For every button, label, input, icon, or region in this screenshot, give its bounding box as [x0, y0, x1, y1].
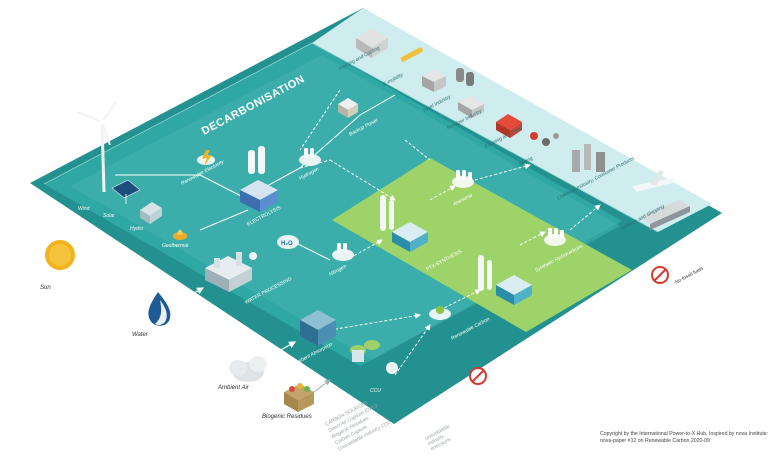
barn-icon — [496, 114, 522, 138]
sun-label: Sun — [40, 285, 51, 291]
ptx-synthesis-reactor — [380, 195, 532, 305]
synthetic-hydrocarbons-icon — [544, 228, 566, 246]
copyright-notice: Copyright by the International Power-to-… — [600, 431, 776, 445]
backup-power-icon — [338, 98, 358, 118]
wind-turbine-icon — [77, 101, 117, 193]
solar-label: Solar — [103, 213, 115, 219]
mining-icon — [530, 132, 559, 146]
water-label: Water — [132, 332, 149, 338]
no-fossil-fuels-label: No fossil fuels — [674, 266, 705, 286]
ship-icon — [640, 200, 690, 230]
biogenic-residues-label: Biogenic Residues — [262, 414, 312, 420]
nitrogen-storage-icon — [332, 243, 354, 261]
ptx-synthesis-zone — [332, 158, 632, 332]
geothermal-icon — [173, 229, 187, 240]
solar-panel-icon — [111, 179, 141, 204]
ammonia-icon — [452, 170, 474, 188]
hydrogen-storage-icon — [299, 148, 321, 166]
geothermal-label: Geothermal — [162, 243, 189, 249]
house-icon — [356, 28, 388, 58]
ccu-plant-icon — [350, 340, 398, 374]
water-processing-plant — [205, 252, 257, 292]
steel-factory-icon — [422, 68, 474, 92]
copyright-line-2: nova-paper #12 on Renewable Carbon 2020-… — [600, 438, 710, 444]
hydro-label: Hydro — [130, 226, 144, 232]
svg-text:H₂O: H₂O — [281, 241, 293, 247]
no-fossil-fuels-icon — [651, 266, 669, 284]
electrolysis-unit — [240, 146, 278, 212]
rim-line — [43, 42, 659, 233]
ambient-air-label: Ambient Air — [217, 385, 250, 391]
copyright-line-1: Copyright by the International Power-to-… — [600, 431, 769, 437]
ccu-label: CCU — [370, 388, 381, 394]
dac-unit-icon — [300, 310, 336, 346]
renewable-carbon-icon — [429, 306, 451, 320]
charging-station-icon — [400, 47, 423, 62]
chemical-plant-icon — [572, 144, 605, 172]
sun-icon — [45, 240, 75, 270]
cloud-icon — [229, 356, 267, 382]
airplane-icon — [632, 170, 676, 192]
biogenic-residues-icon — [284, 383, 314, 412]
hydro-dam-icon — [140, 202, 162, 224]
wind-label: Wind — [78, 206, 90, 212]
water-drop-icon — [148, 292, 171, 326]
renewable-electricity-node — [197, 150, 215, 166]
h2o-node-icon: H₂O — [277, 235, 299, 249]
input-arrows — [84, 239, 297, 357]
no-fossil-carbon-label: No fossil carbon — [492, 364, 527, 386]
unavoidable-emissions-block: unavoidable industry emissions — [424, 424, 453, 453]
fertilizer-plant-icon — [458, 96, 484, 118]
no-fossil-carbon-icon — [469, 367, 487, 385]
